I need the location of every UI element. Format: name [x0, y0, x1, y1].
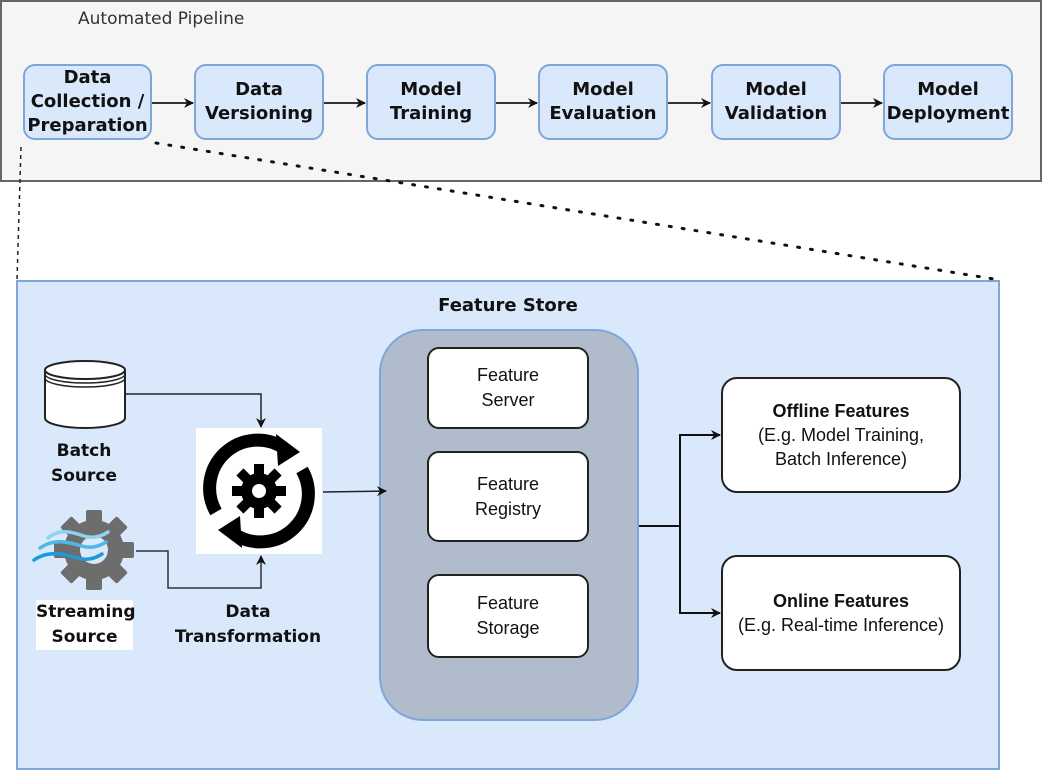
stage-data-versioning[interactable]: Data Versioning	[194, 64, 324, 140]
data-transformation-label: Data Transformation	[174, 602, 322, 647]
pipeline-title: Automated Pipeline	[78, 9, 245, 29]
refresh-gear-icon[interactable]	[196, 428, 322, 554]
feature-registry-box[interactable]: Feature Registry	[427, 451, 589, 542]
stage-model-validation[interactable]: Model Validation	[711, 64, 841, 140]
online-features-subtitle: (E.g. Real-time Inference)	[737, 615, 945, 635]
online-features-box[interactable]: Online Features (E.g. Real-time Inferenc…	[721, 555, 961, 671]
database-icon[interactable]	[42, 358, 128, 430]
stage-model-deployment[interactable]: Model Deployment	[883, 64, 1013, 140]
stage-data-collection[interactable]: Data Collection / Preparation	[23, 64, 152, 140]
offline-features-title: Offline Features	[772, 401, 910, 421]
offline-features-box[interactable]: Offline Features (E.g. Model Training, B…	[721, 377, 961, 493]
feature-store-title: Feature Store	[438, 295, 578, 316]
batch-source-label: Batch Source	[50, 441, 118, 486]
streaming-source-label: Streaming Source	[36, 600, 136, 650]
online-features-title: Online Features	[772, 591, 910, 611]
feature-storage-box[interactable]: Feature Storage	[427, 574, 589, 658]
stage-model-training[interactable]: Model Training	[366, 64, 496, 140]
streaming-gear-icon[interactable]	[30, 508, 138, 592]
stage-model-evaluation[interactable]: Model Evaluation	[538, 64, 668, 140]
offline-features-subtitle: (E.g. Model Training, Batch Inference)	[757, 425, 925, 469]
feature-server-box[interactable]: Feature Server	[427, 347, 589, 429]
